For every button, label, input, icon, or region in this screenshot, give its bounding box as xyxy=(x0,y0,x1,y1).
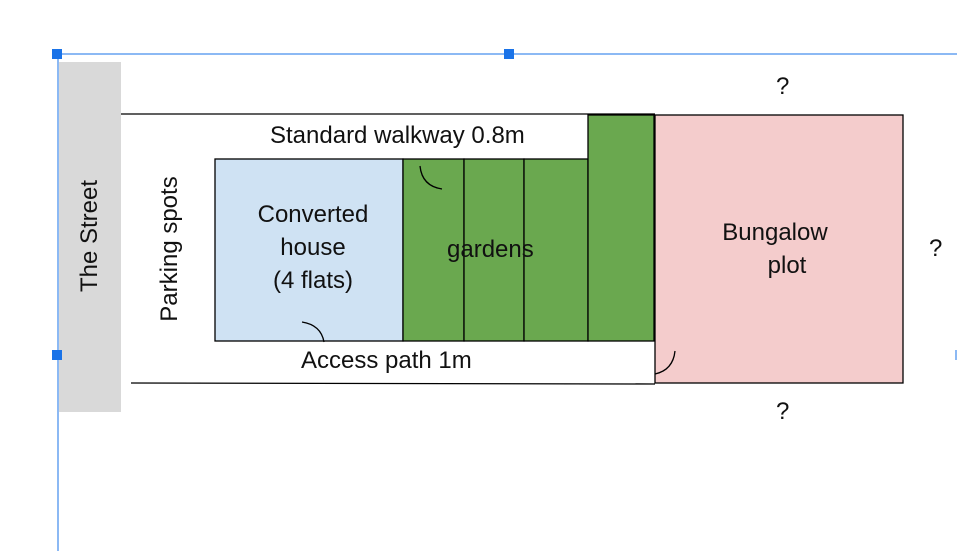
street-label: The Street xyxy=(76,179,103,293)
door-swing-bungalow xyxy=(654,350,676,375)
converted-house-block[interactable] xyxy=(214,158,404,342)
house-label-line-2: house xyxy=(280,234,346,262)
gardens-label: gardens xyxy=(447,236,534,263)
garden-plot-1[interactable] xyxy=(402,158,465,342)
parking-spots-label: Parking spots xyxy=(156,176,183,322)
selection-handle-middle-left[interactable] xyxy=(52,350,62,360)
bungalow-label: Bungalow plot xyxy=(700,216,850,282)
door-swing-garden xyxy=(419,165,443,190)
bungalow-label-line-2: plot xyxy=(767,252,807,280)
garden-plot-4[interactable] xyxy=(587,114,655,342)
unknown-boundary-bottom: ? xyxy=(776,398,790,425)
access-path-label: Access path 1m xyxy=(301,347,472,374)
street-strip xyxy=(59,62,121,412)
unknown-boundary-right: ? xyxy=(929,235,943,262)
house-label-line-1: Converted xyxy=(257,201,369,228)
house-label: Converted house (4 flats) xyxy=(240,198,386,297)
site-boundary-bottom xyxy=(130,382,656,385)
door-swing-house xyxy=(301,321,325,343)
selection-handle-top-middle[interactable] xyxy=(504,49,514,59)
walkway-label: Standard walkway 0.8m xyxy=(270,122,525,149)
bungalow-plot-block[interactable] xyxy=(654,114,904,384)
unknown-boundary-top: ? xyxy=(776,73,790,100)
selection-handle-top-left[interactable] xyxy=(52,49,62,59)
bungalow-label-line-1: Bungalow xyxy=(722,219,828,246)
house-label-line-3: (4 flats) xyxy=(272,267,353,295)
